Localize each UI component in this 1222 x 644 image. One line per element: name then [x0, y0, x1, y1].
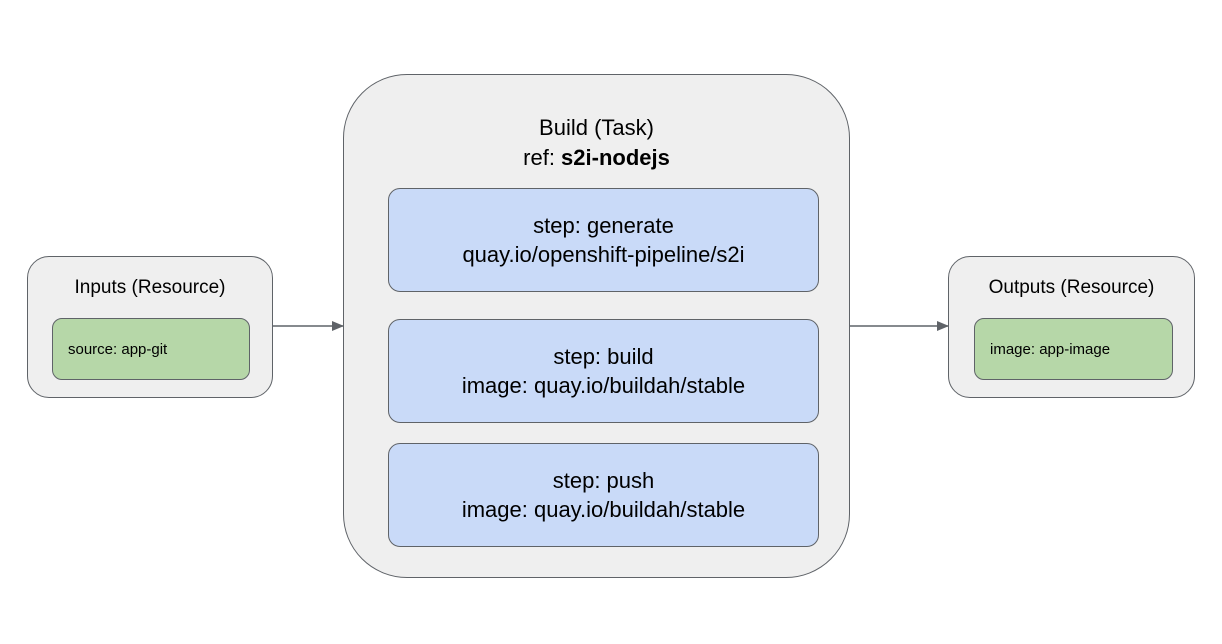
- outputs-resource-panel: Outputs (Resource) image: app-image: [948, 256, 1195, 398]
- step-push-image: image: quay.io/buildah/stable: [461, 497, 746, 522]
- step-generate-image: quay.io/openshift-pipeline/s2i: [462, 242, 745, 267]
- task-panel: Build (Task) ref: s2i-nodejs step: gener…: [343, 74, 850, 578]
- task-ref: ref: s2i-nodejs: [344, 143, 849, 173]
- task-ref-name: s2i-nodejs: [561, 145, 670, 170]
- step-generate-name: step: generate: [533, 213, 674, 238]
- task-title-text: Build (Task): [539, 115, 654, 140]
- step-push-name: step: push: [552, 468, 655, 493]
- step-build: step: build image: quay.io/buildah/stabl…: [388, 319, 819, 423]
- inputs-item: source: app-git: [52, 318, 250, 380]
- step-build-image: image: quay.io/buildah/stable: [461, 373, 746, 398]
- task-ref-prefix: ref:: [523, 145, 562, 170]
- outputs-item: image: app-image: [974, 318, 1173, 380]
- inputs-title: Inputs (Resource): [74, 277, 226, 298]
- step-build-name: step: build: [553, 344, 654, 369]
- outputs-item-label: image: app-image: [990, 340, 1111, 358]
- task-title: Build (Task) ref: s2i-nodejs: [344, 113, 849, 173]
- step-generate: step: generate quay.io/openshift-pipelin…: [388, 188, 819, 292]
- step-push: step: push image: quay.io/buildah/stable: [388, 443, 819, 547]
- inputs-item-label: source: app-git: [68, 340, 168, 358]
- inputs-resource-panel: Inputs (Resource) source: app-git: [27, 256, 273, 398]
- outputs-title: Outputs (Resource): [988, 277, 1155, 298]
